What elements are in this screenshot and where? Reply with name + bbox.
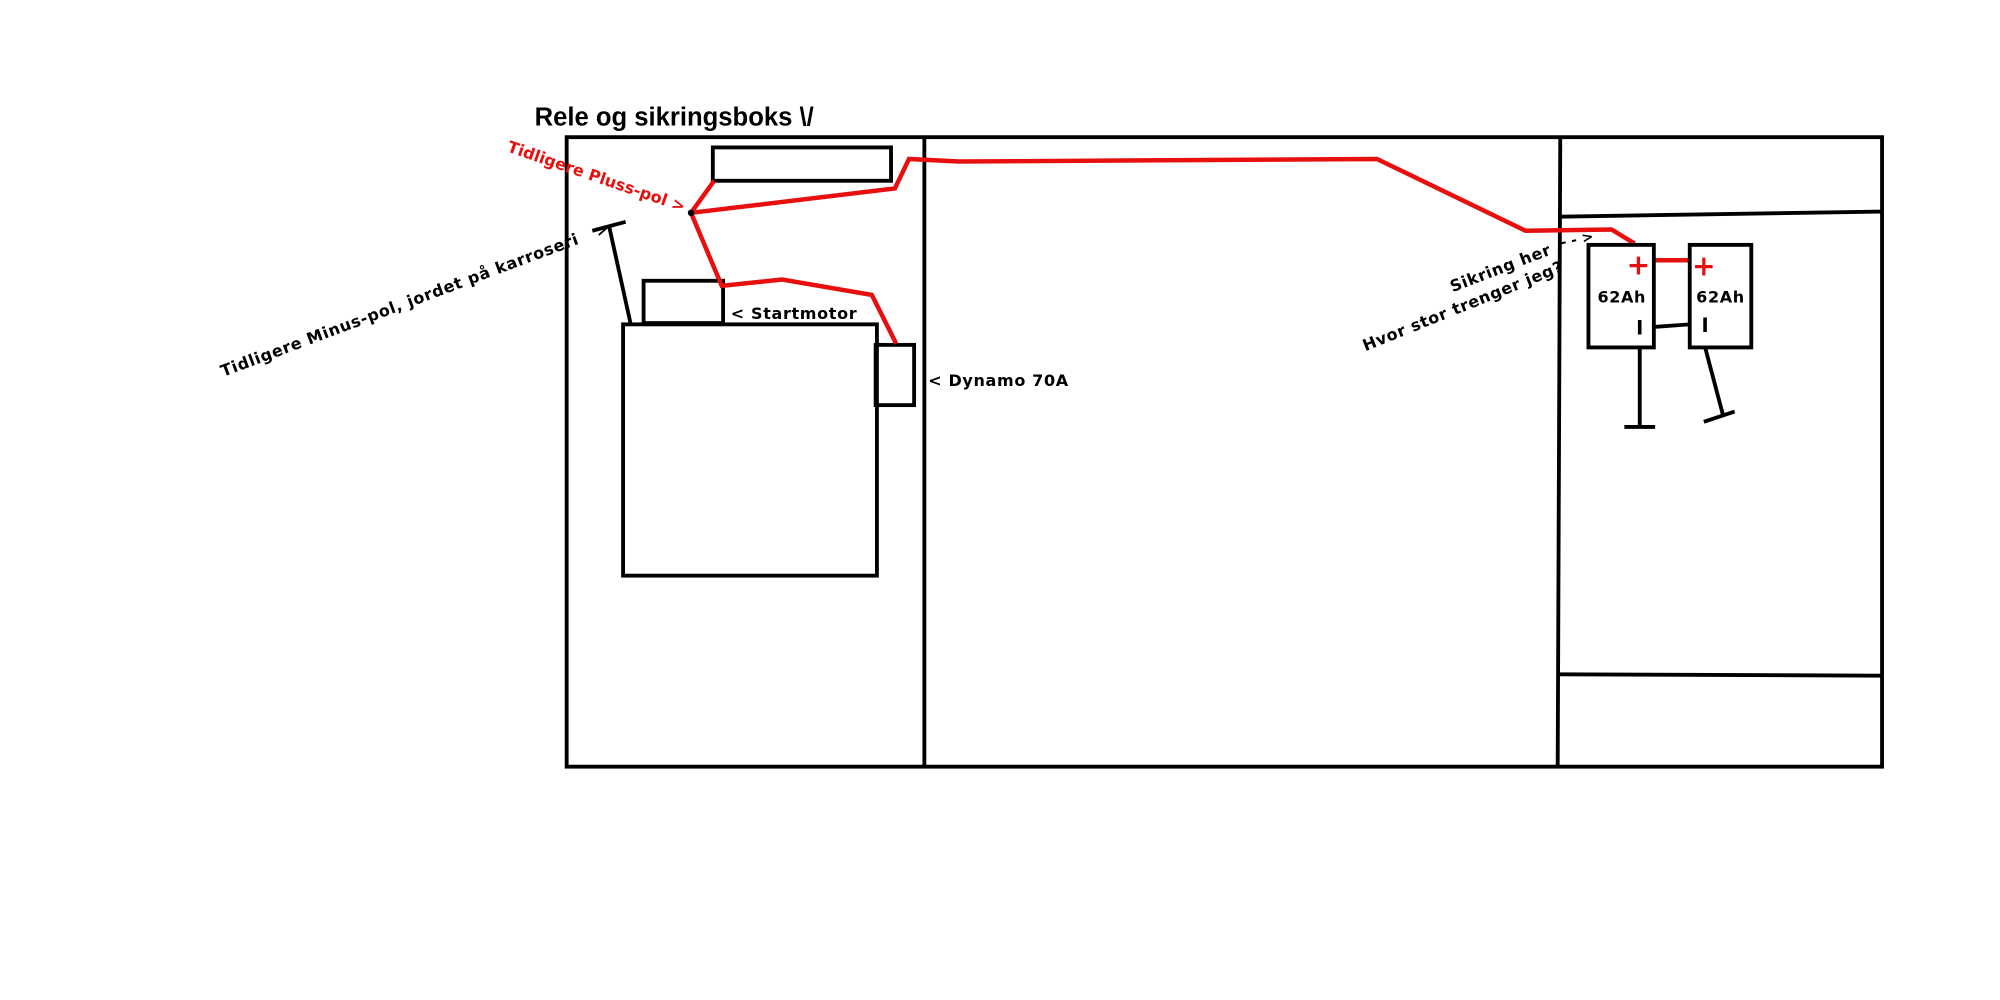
alternator-label: < Dynamo 70A (928, 371, 1069, 390)
junction-dot (687, 209, 695, 217)
battery-1-plus-icon: + (1627, 248, 1651, 281)
wire-relay-to-junction (688, 179, 899, 345)
starter-motor (641, 278, 725, 326)
rear-line-top (1560, 209, 1883, 219)
battery-negative-link (1653, 322, 1690, 329)
former-minus-cable (607, 225, 633, 325)
wire-main-positive (690, 156, 1636, 246)
battery-2: + 62Ah I (1687, 242, 1754, 424)
rear-divider (1555, 137, 1563, 767)
alternator (873, 342, 917, 408)
minus-pole-label: Tidligere Minus-pol, jordet på karroseri… (218, 218, 612, 381)
battery-1-minus-icon: I (1636, 317, 1643, 340)
battery-2-ground-cable (1703, 346, 1725, 416)
starter-label: < Startmotor (731, 304, 858, 323)
plus-pole-label: Tidligere Pluss-pol > (505, 137, 688, 216)
battery-1-capacity: 62Ah (1597, 288, 1646, 307)
battery-2-plus-icon: + (1692, 250, 1716, 283)
battery-2-capacity: 62Ah (1696, 288, 1745, 307)
battery-1: + 62Ah I (1586, 242, 1656, 429)
battery-2-minus-icon: I (1702, 314, 1709, 337)
relay-fuse-box (710, 145, 893, 183)
diagram-title: Rele og sikringsboks \/ (535, 104, 814, 132)
vehicle-outline (564, 135, 1884, 769)
ground-symbol (591, 219, 627, 233)
rear-line-bottom (1557, 672, 1883, 678)
battery-2-ground-icon (1703, 409, 1736, 424)
engine-block (621, 322, 879, 578)
fuse-arrow: - - > (1559, 229, 1595, 252)
